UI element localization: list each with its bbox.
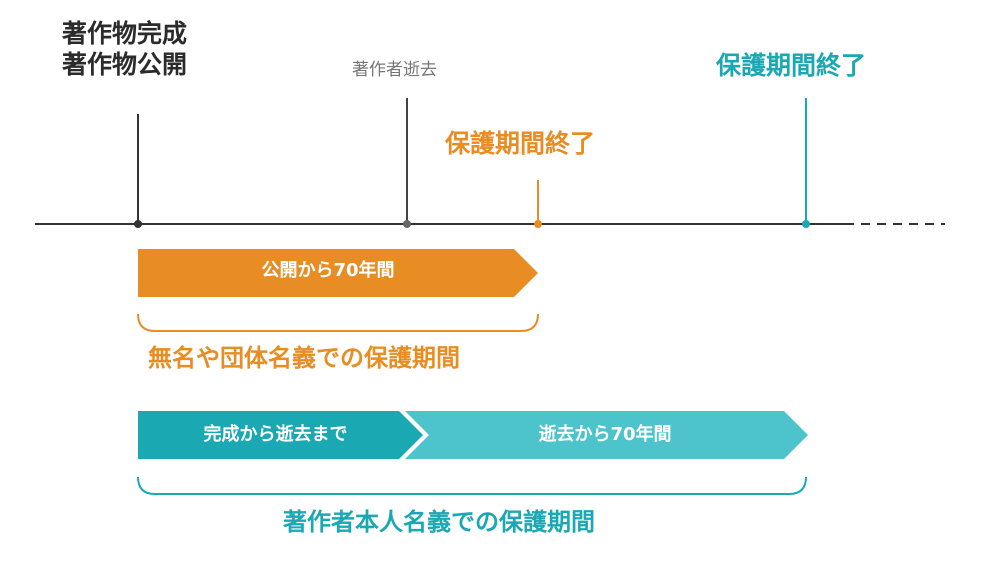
caption-named: 著作者本人名義での保護期間: [283, 508, 595, 536]
bracket-named: [137, 476, 807, 495]
label-author-death: 著作者逝去: [352, 60, 437, 80]
label-protection-end-anonymous: 保護期間終了: [445, 129, 596, 158]
bar-named-after-death: [405, 411, 808, 459]
label-work-milestones: 著作物完成 著作物公開: [62, 18, 187, 81]
bar-named-until-death-label: 完成から逝去まで: [203, 424, 348, 445]
caption-anonymous: 無名や団体名義での保護期間: [148, 344, 460, 372]
bracket-anonymous: [137, 313, 539, 332]
dot-publication: [134, 220, 142, 228]
bar-anonymous: [138, 249, 538, 297]
dot-named-end: [802, 220, 810, 228]
dot-anonymous-end: [534, 220, 542, 228]
dot-death: [403, 220, 411, 228]
label-work-published: 著作物公開: [62, 50, 188, 80]
bar-anonymous-label: 公開から70年間: [261, 260, 395, 281]
bar-named-until-death: [138, 411, 423, 459]
label-work-complete: 著作物完成: [62, 19, 188, 48]
label-protection-end-named: 保護期間終了: [716, 51, 867, 80]
bar-named-after-death-label: 逝去から70年間: [538, 424, 672, 445]
